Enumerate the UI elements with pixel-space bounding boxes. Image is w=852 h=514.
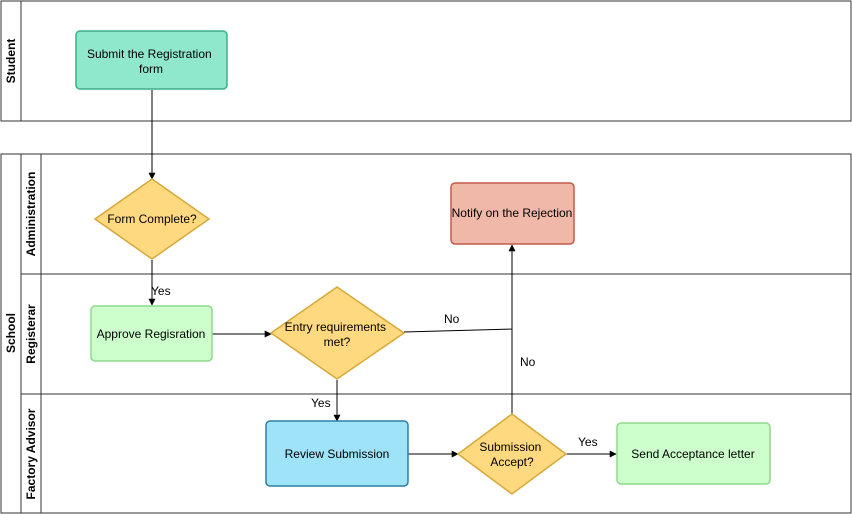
node-approve-registration[interactable]: Approve Regisration	[90, 305, 213, 362]
node-label: Form Complete?	[107, 212, 197, 226]
node-label: Review Submission	[285, 447, 390, 461]
node-label: Entry requirements met?	[285, 320, 390, 349]
edge-label-form-complete-yes: Yes	[151, 284, 171, 298]
node-label: Submit the Registration form	[87, 47, 215, 76]
decision-entry-requirements[interactable]: Entry requirements met?	[269, 286, 406, 380]
edge-label-entry-yes: Yes	[311, 396, 331, 410]
decision-form-complete[interactable]: Form Complete?	[93, 178, 211, 260]
node-submit-registration-form[interactable]: Submit the Registration form	[75, 30, 228, 90]
edges	[148, 90, 617, 458]
edge-label-accept-yes: Yes	[578, 435, 598, 449]
node-send-acceptance-letter[interactable]: Send Acceptance letter	[616, 422, 771, 485]
pool-title-school: School	[4, 313, 18, 353]
decision-submission-accept[interactable]: Submission Accept?	[456, 413, 568, 495]
node-label: Submission Accept?	[479, 440, 544, 469]
lane-title-factory-advisor: Factory Advisor	[24, 408, 38, 499]
node-review-submission[interactable]: Review Submission	[265, 420, 409, 487]
edge-label-accept-no: No	[520, 355, 536, 369]
node-label: Approve Regisration	[97, 327, 206, 341]
edge-label-entry-no: No	[444, 312, 460, 326]
node-notify-rejection[interactable]: Notify on the Rejection	[450, 182, 575, 245]
pool-title-student: Student	[4, 39, 18, 84]
lane-title-registerar: Registerar	[24, 304, 38, 364]
lane-title-administration: Administration	[24, 172, 38, 257]
node-label: Send Acceptance letter	[631, 447, 754, 461]
node-label: Notify on the Rejection	[452, 206, 573, 220]
